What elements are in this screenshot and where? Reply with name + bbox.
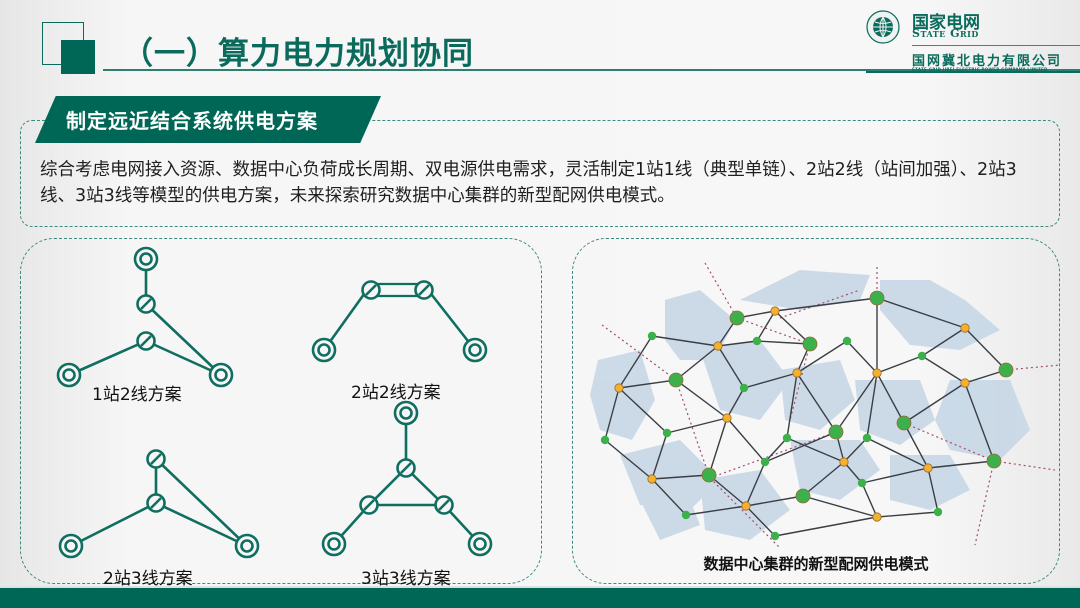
title-underline [103,69,1080,71]
load-node [647,331,657,341]
substation-node [960,378,970,388]
section-banner-title: 制定远近结合系统供电方案 [66,109,318,133]
load-node [760,457,770,467]
logo-company-cn: 国网冀北电力有限公司 [912,54,1063,69]
data-center-node [802,336,818,352]
load-node [862,433,872,443]
substation-node [722,413,732,423]
data-center-node [701,467,717,483]
load-node [739,383,749,393]
data-center-node [828,424,844,440]
section-description: 综合考虑电网接入资源、数据中心负荷成长周期、双电源供电需求，灵活制定1站1线（典… [40,160,1017,206]
substation-node [770,306,780,316]
scheme-2-stations-2-lines [311,280,488,363]
logo-divider [912,45,1080,46]
load-node [842,336,852,346]
load-node [770,531,780,541]
description-box [20,120,1060,227]
data-center-node [998,362,1014,378]
substation-node [647,474,657,484]
network-edges [604,297,1007,537]
substation-node [960,323,970,333]
network-caption: 数据中心集群的新型配网供电模式 [703,555,929,573]
footer-divider [0,586,1080,588]
logo-name-en: State Grid [912,27,979,40]
state-grid-globe-icon [866,10,900,44]
substation-node [872,368,882,378]
substation-node [741,501,751,511]
load-node [857,478,867,488]
footer-band [0,588,1080,608]
data-center-node [729,310,745,326]
substation-node [923,463,933,473]
substation-node [792,368,802,378]
region-boundaries [601,262,1061,549]
logo-name-cn: 国家电网 [912,13,980,33]
load-node [752,336,762,346]
scheme-label-4: 3站3线方案 [361,569,451,589]
service-regions [590,270,1030,540]
load-node [782,433,792,443]
substation-node [872,512,882,522]
title-decoration-square [61,40,95,74]
data-center-node [795,488,811,504]
logo-underline [866,71,1080,73]
load-node [917,351,927,361]
network-panel [572,238,1060,584]
page-title: （一）算力电力规划协同 [122,36,474,72]
data-center-node [896,415,912,431]
data-center-node [986,453,1002,469]
scheme-label-1: 1站2线方案 [92,385,182,405]
load-node [933,507,943,517]
supply-schemes-panel [20,238,542,584]
scheme-1-station-2-lines [56,246,234,388]
load-node [600,435,610,445]
section-banner [35,96,381,143]
scheme-2-stations-3-lines [58,449,260,559]
data-center-node [668,372,684,388]
substation-node [839,457,849,467]
scheme-label-2: 2站2线方案 [351,383,441,403]
scheme-3-stations-3-lines [321,400,493,557]
substation-node [614,383,624,393]
state-grid-logo: 国家电网 State Grid 国网冀北电力有限公司 STATE GRID JI… [866,6,1080,73]
network-nodes [600,290,1014,541]
logo-company-en: STATE GRID JIBEI ELECTRIC POWER COMPANY … [912,67,1048,72]
load-node [662,428,672,438]
scheme-label-3: 2站3线方案 [103,569,193,589]
data-center-node [869,290,885,306]
load-node [681,510,691,520]
substation-node [713,341,723,351]
